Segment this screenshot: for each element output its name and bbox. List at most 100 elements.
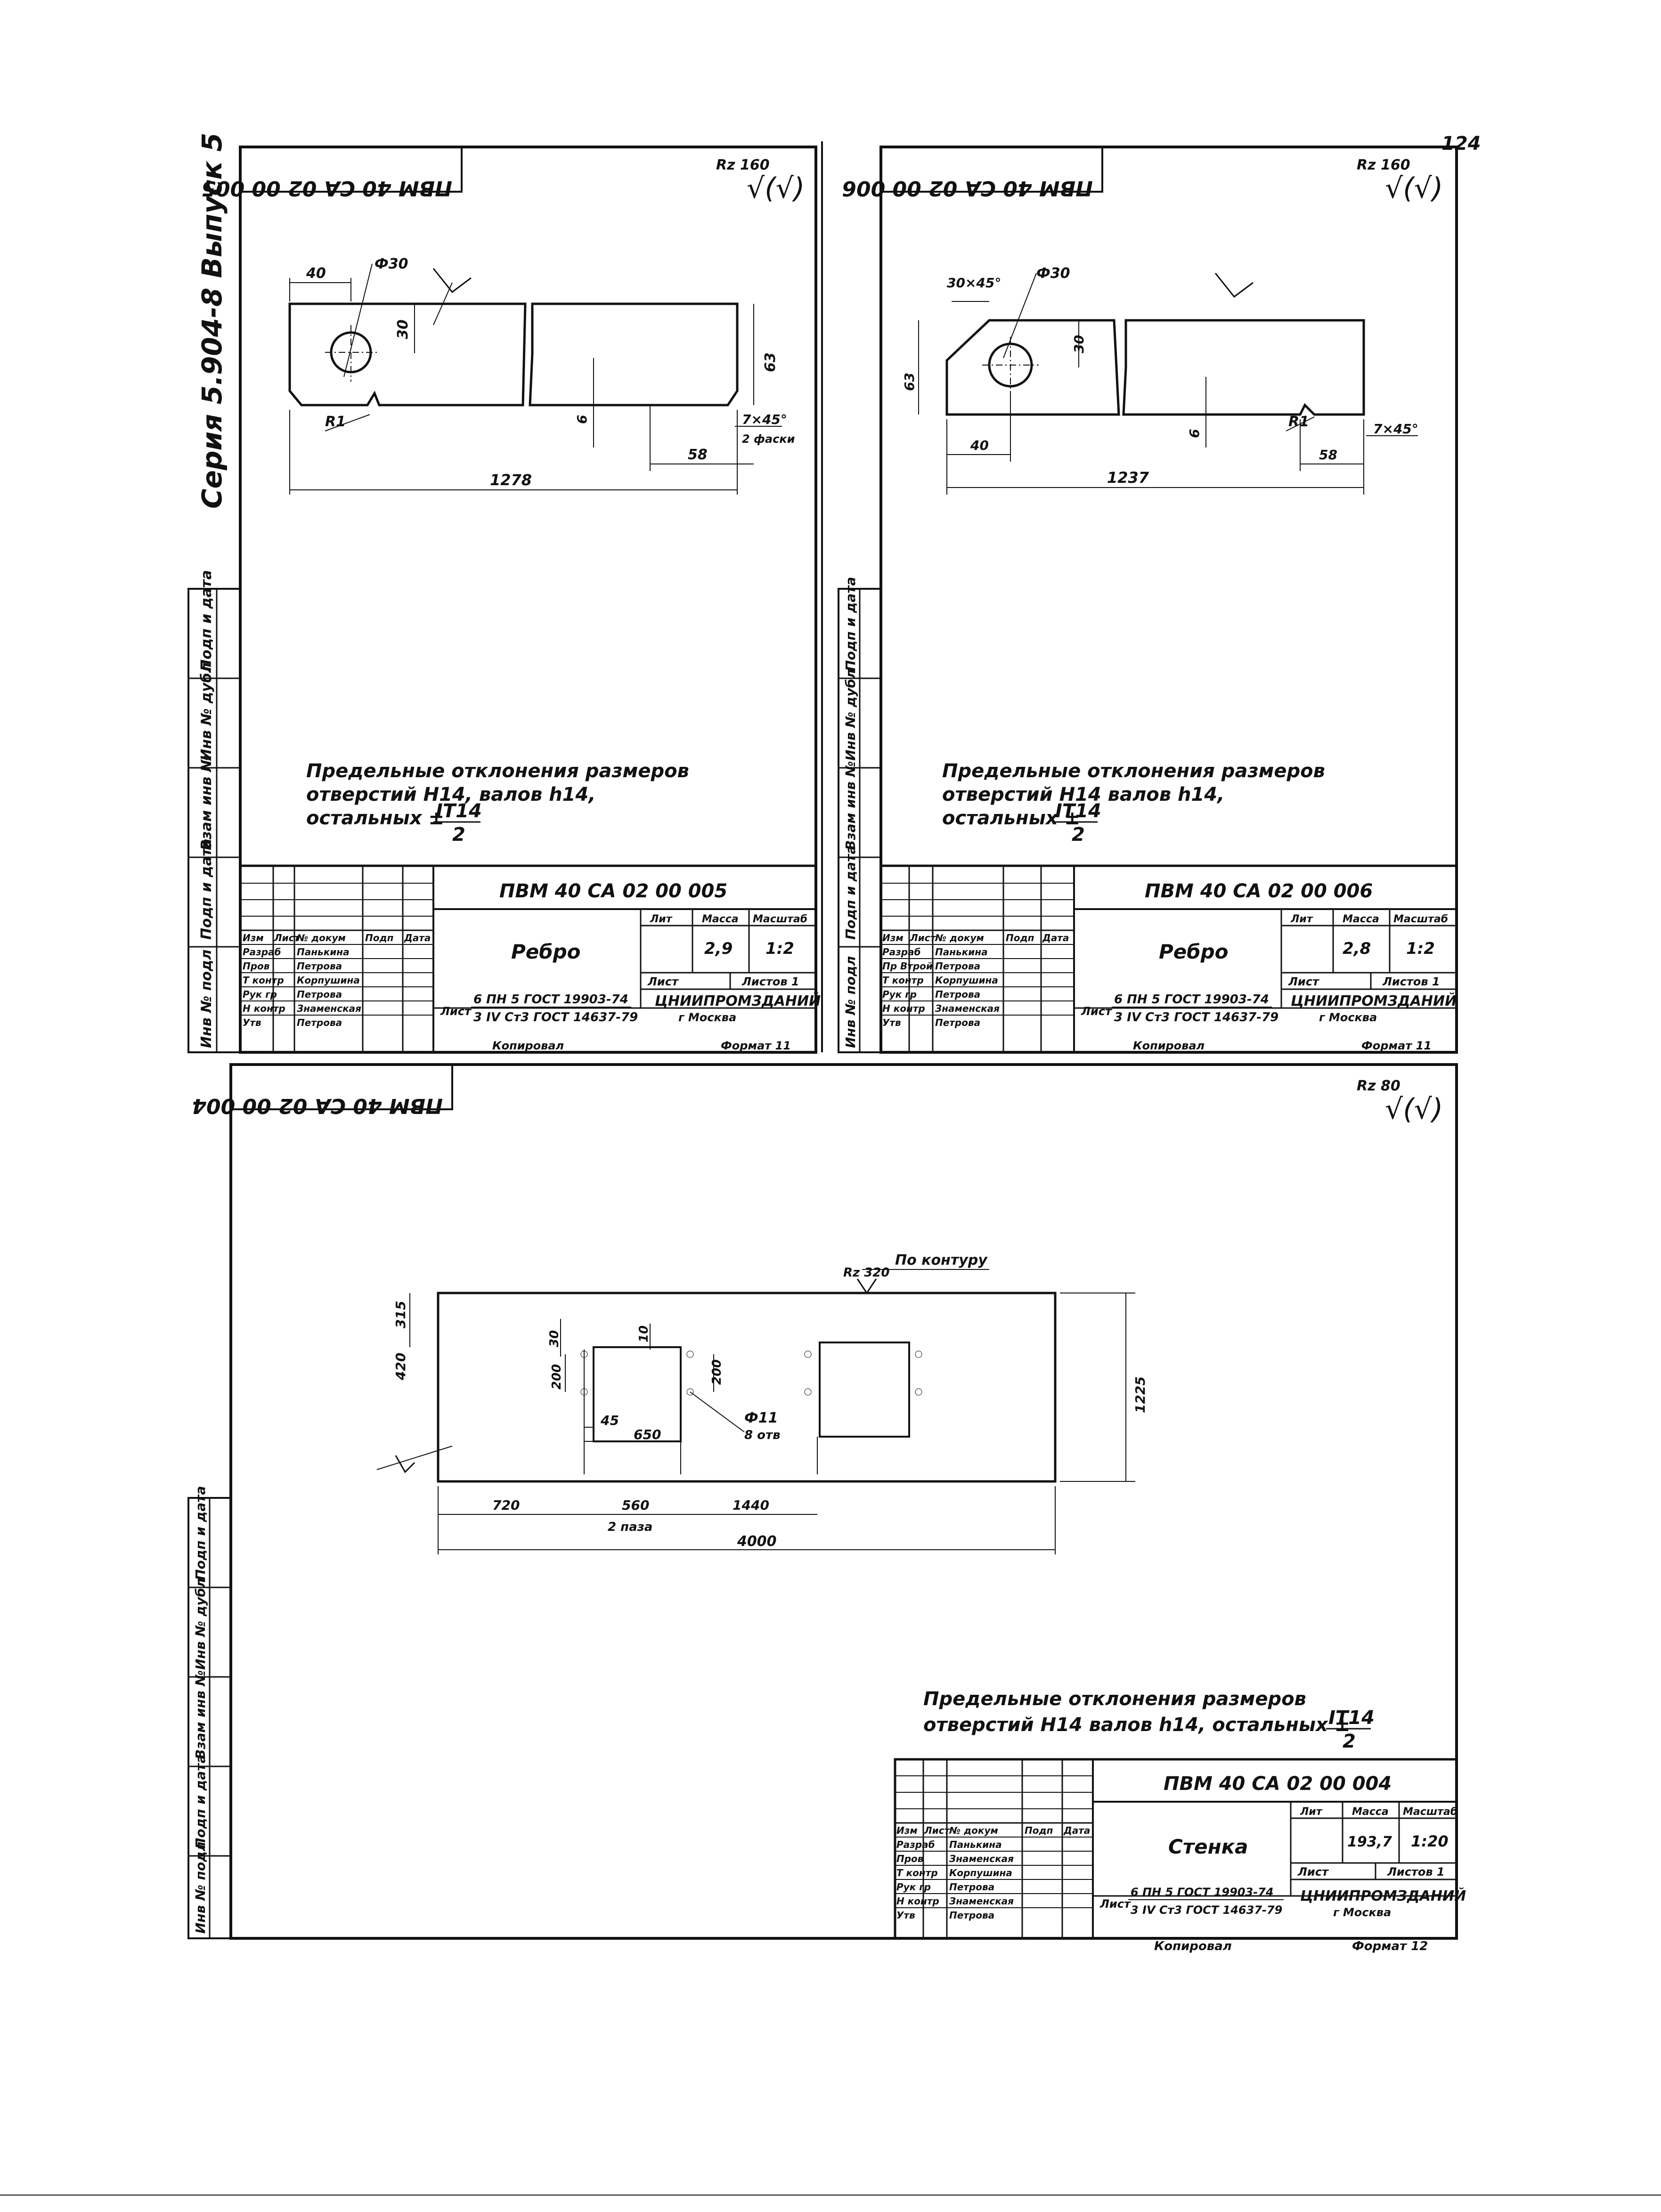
svg-text:1278: 1278 [490, 471, 532, 489]
svg-text:R1: R1 [325, 414, 346, 430]
svg-text:Разраб: Разраб [882, 946, 921, 958]
svg-text:6: 6 [574, 415, 590, 424]
svg-text:Формат 11: Формат 11 [1361, 1039, 1432, 1052]
svg-text:По контуру: По контуру [895, 1252, 988, 1269]
svg-text:3 IV Ст3 ГОСТ 14637-79: 3 IV Ст3 ГОСТ 14637-79 [1114, 1010, 1278, 1025]
svg-text:г Москва: г Москва [678, 1011, 736, 1024]
svg-text:Пров: Пров [243, 960, 269, 972]
svg-text:остальных ±: остальных ± [306, 807, 444, 829]
svg-text:Утв: Утв [896, 1910, 915, 1921]
svg-text:Т контр: Т контр [243, 975, 284, 986]
svg-text:ЦНИИПРОМЗДАНИЙ: ЦНИИПРОМЗДАНИЙ [1291, 992, 1457, 1009]
sheet-2-stamp-code: ПВМ 40 СА 02 00 006 [1145, 880, 1373, 902]
svg-text:Инв № подл: Инв № подл [198, 950, 215, 1048]
svg-text:Петрова: Петрова [297, 989, 342, 1000]
svg-text:10: 10 [637, 1326, 651, 1342]
svg-text:Панькина: Панькина [297, 946, 350, 958]
svg-text:Изм: Изм [896, 1825, 918, 1836]
svg-text:Масса: Масса [1352, 1806, 1389, 1818]
sheet-2-roughness: Rz 160 [1357, 157, 1410, 173]
svg-text:Дата: Дата [1063, 1825, 1090, 1836]
svg-text:Разраб: Разраб [896, 1839, 935, 1850]
svg-text:4000: 4000 [737, 1533, 777, 1550]
svg-text:Знаменская: Знаменская [296, 1003, 361, 1014]
svg-text:Рук гр: Рук гр [243, 989, 277, 1000]
svg-text:1:20: 1:20 [1411, 1832, 1449, 1850]
sheet-3-side-strip: Подп и дата Инв № дубл Взам инв № Подп и… [187, 1486, 232, 1939]
sheet-2-mirrored-code: ПВМ 40 СА 02 00 006 [842, 176, 1093, 200]
svg-text:Пр Втрой: Пр Втрой [882, 960, 933, 972]
svg-text:30: 30 [547, 1330, 562, 1347]
svg-text:Петрова: Петрова [935, 1017, 980, 1028]
svg-text:6 ПН 5 ГОСТ 19903-74: 6 ПН 5 ГОСТ 19903-74 [1114, 992, 1269, 1007]
svg-text:3 IV Ст3 ГОСТ 14637-79: 3 IV Ст3 ГОСТ 14637-79 [473, 1010, 638, 1025]
svg-text:63: 63 [902, 373, 917, 391]
svg-text:Знаменская: Знаменская [935, 1003, 1000, 1014]
svg-text:315: 315 [393, 1301, 408, 1328]
svg-text:Пров: Пров [896, 1853, 923, 1864]
svg-text:720: 720 [492, 1497, 520, 1513]
svg-text:Лист: Лист [924, 1825, 950, 1836]
svg-text:30: 30 [395, 319, 411, 339]
sheet-1-title-block: Изм Лист № докум Подп Дата Разраб Пров Т… [239, 864, 821, 1054]
svg-text:Копировал: Копировал [1154, 1939, 1232, 1953]
sheet-1-roughness: Rz 160 [716, 157, 770, 173]
svg-text:Инв № дубл: Инв № дубл [843, 669, 858, 761]
svg-text:2,9: 2,9 [704, 939, 733, 958]
svg-text:Изм: Изм [243, 932, 264, 943]
svg-text:Rz 320: Rz 320 [843, 1266, 889, 1280]
sheet-1-stamp-code: ПВМ 40 СА 02 00 005 [499, 880, 727, 902]
sheet-3: ПВМ 40 СА 02 00 004 Rz 80 √(√) Подп и да… [187, 1063, 1466, 1953]
svg-text:30: 30 [1071, 335, 1087, 353]
svg-text:№ докум: № докум [935, 932, 984, 943]
sheet-1: ПВМ 40 СА 02 00 005 Rz 160 √(√) Серия 5.… [187, 133, 823, 1054]
svg-text:1:2: 1:2 [1406, 939, 1435, 958]
svg-text:1:2: 1:2 [765, 939, 794, 958]
svg-text:Подп: Подп [365, 932, 394, 943]
svg-text:2 паза: 2 паза [608, 1520, 652, 1534]
svg-text:Панькина: Панькина [949, 1839, 1002, 1850]
svg-text:Петрова: Петрова [935, 960, 980, 972]
svg-text:2: 2 [1072, 824, 1085, 846]
svg-text:Предельные отклонения размеров: Предельные отклонения размеров [306, 760, 689, 782]
svg-text:Петрова: Петрова [297, 1017, 342, 1028]
svg-text:Подп: Подп [1025, 1825, 1053, 1836]
svg-text:Подп и дата: Подп и дата [843, 577, 858, 671]
sheet-3-roughness-symbol: √(√) [1385, 1093, 1443, 1126]
sheet-1-side-strip: Подп и дата Инв № дубл Взам инв № Подп и… [187, 570, 241, 1053]
svg-text:193,7: 193,7 [1347, 1834, 1392, 1850]
svg-text:Лит: Лит [1290, 913, 1313, 925]
svg-text:Утв: Утв [882, 1017, 901, 1028]
svg-text:Петрова: Петрова [949, 1910, 994, 1921]
svg-text:Копировал: Копировал [492, 1039, 564, 1052]
svg-text:№ докум: № докум [949, 1825, 998, 1836]
svg-text:Лит: Лит [1300, 1806, 1323, 1818]
svg-text:Копировал: Копировал [1133, 1039, 1205, 1052]
svg-text:Лист: Лист [1081, 1005, 1113, 1018]
svg-text:420: 420 [393, 1353, 408, 1381]
svg-text:6: 6 [1187, 429, 1202, 438]
sheet-2-part: 30×45° Ф30 63 30 40 6 R1 58 7×45° 1237 [902, 265, 1418, 495]
svg-text:Подп и дата: Подп и дата [193, 1755, 208, 1849]
sheet-3-stamp-name: Стенка [1168, 1835, 1248, 1858]
sheet-1-mirrored-code: ПВМ 40 СА 02 00 005 [201, 176, 452, 200]
svg-text:Взам инв №: Взам инв № [198, 755, 215, 850]
svg-text:Ф30: Ф30 [375, 256, 408, 272]
svg-text:Лист: Лист [647, 975, 679, 988]
corner-mark: 124 [1441, 133, 1481, 155]
svg-text:Дата: Дата [1042, 932, 1069, 943]
svg-text:Масштаб: Масштаб [1393, 913, 1448, 925]
svg-text:Взам инв №: Взам инв № [843, 761, 858, 850]
svg-text:6 ПН 5 ГОСТ 19903-74: 6 ПН 5 ГОСТ 19903-74 [1131, 1886, 1274, 1899]
svg-text:6 ПН 5 ГОСТ 19903-74: 6 ПН 5 ГОСТ 19903-74 [473, 992, 628, 1007]
svg-text:Лист: Лист [1099, 1897, 1132, 1911]
svg-text:Утв: Утв [243, 1017, 261, 1028]
svg-text:остальных ±: остальных ± [942, 807, 1080, 829]
svg-text:560: 560 [622, 1497, 649, 1513]
svg-text:58: 58 [688, 447, 708, 463]
sheet-2-tolerance: Предельные отклонения размеров отверстий… [942, 760, 1325, 846]
svg-text:Ф11: Ф11 [744, 1410, 778, 1426]
svg-text:Т контр: Т контр [882, 975, 924, 986]
svg-text:ЦНИИПРОМЗДАНИЙ: ЦНИИПРОМЗДАНИЙ [1300, 1887, 1466, 1904]
svg-text:Корпушина: Корпушина [297, 975, 360, 986]
